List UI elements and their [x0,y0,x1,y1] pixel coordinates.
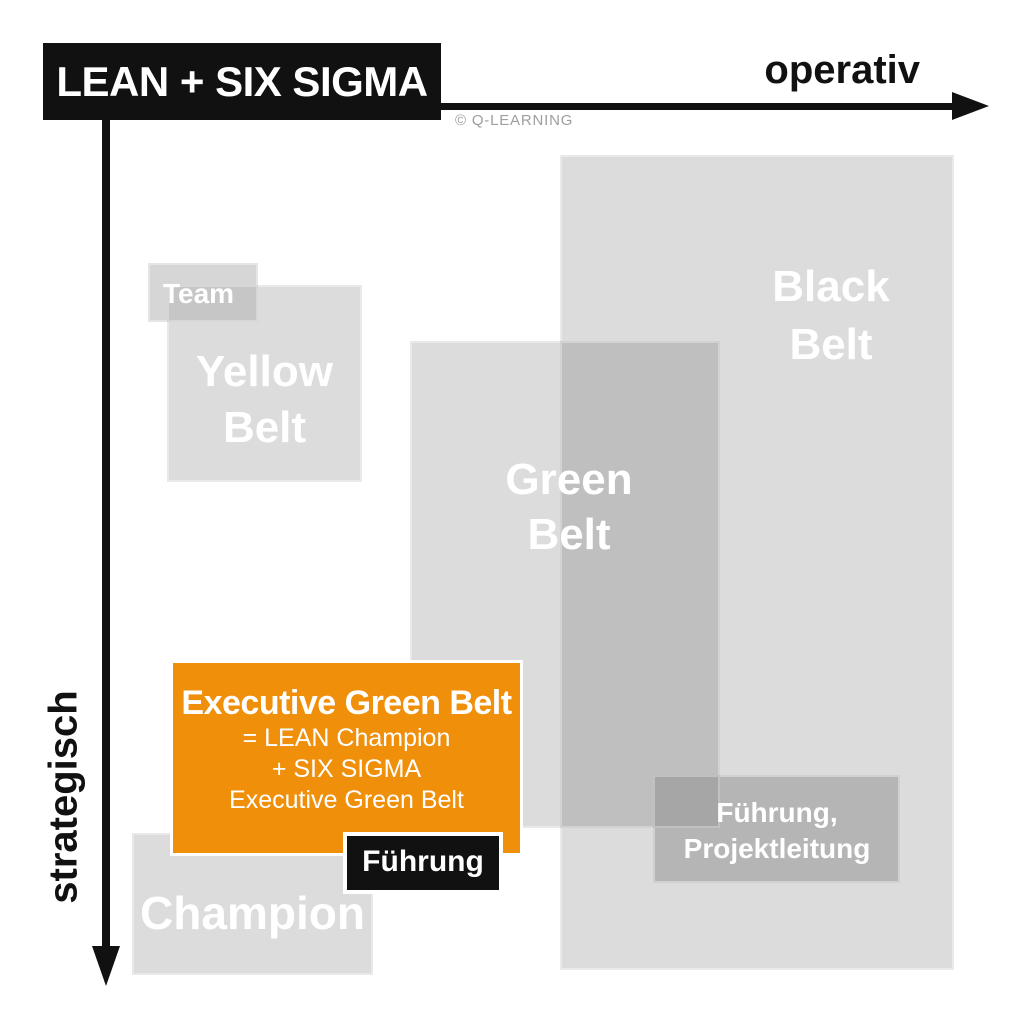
executive-box-title: Executive Green Belt [181,684,512,722]
executive-box-line1: = LEAN Champion [242,724,451,752]
champion-box [132,833,373,975]
executive-box-line2: + SIX SIGMA [271,755,422,783]
team-label: Team [163,278,235,309]
executive-green-belt-box: Executive Green Belt = LEAN Champion + S… [170,660,523,856]
copyright-text: © Q-LEARNING [455,112,574,129]
y-axis-label: strategisch [41,690,86,904]
x-axis-arrowhead-icon [952,92,989,120]
leadership-projectlead-label: Führung, Projektleitung [683,797,871,864]
diagram-title-box: LEAN + SIX SIGMA [43,43,441,120]
black-belt-label: Black Belt [772,262,890,369]
x-axis-label: operativ [764,48,920,92]
green-belt-label: Green Belt [505,455,633,559]
y-axis-line [102,120,110,948]
champion-label: Champion [140,887,365,939]
team-yellow-overlap-shade [167,285,258,322]
x-axis-line [441,103,955,110]
fuehrung-badge: Führung [343,832,503,894]
leadership-green-overlap-shade [653,775,720,828]
yellow-belt-label: Yellow Belt [196,347,333,452]
green-black-overlap-shade [560,341,720,828]
diagram-title: LEAN + SIX SIGMA [56,58,428,105]
y-axis-arrowhead-icon [92,946,120,986]
executive-box-line3: Executive Green Belt [229,786,464,814]
